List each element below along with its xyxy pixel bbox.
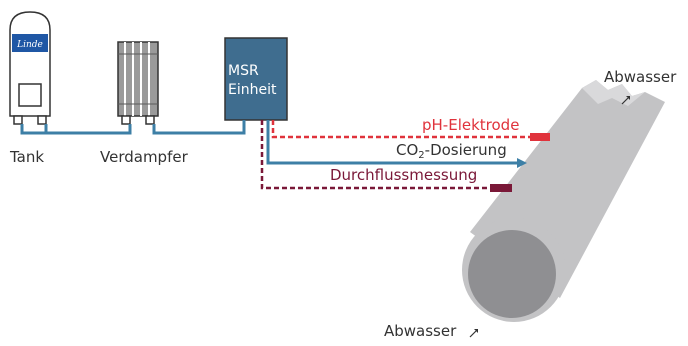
msr-unit-label: MSR Einheit (228, 62, 292, 100)
co2-dosing-line (266, 120, 517, 165)
tank: Linde (9, 11, 51, 125)
wastewater-pipe (462, 80, 665, 322)
linde-logo (12, 34, 48, 52)
ph-electrode-label: pH-Elektrode (422, 116, 520, 134)
flow-arrow-icon (621, 96, 630, 105)
tank-label: Tank (10, 148, 45, 166)
co2-dosing-label-suffix: -Dosierung (424, 141, 507, 159)
ph-electrode-line (271, 120, 544, 139)
tank-panel (18, 83, 42, 107)
pipe-opening-inner (468, 230, 556, 318)
msr-unit-label-line2: Einheit (228, 82, 277, 98)
co2-dosing-label: CO2-Dosierung (396, 143, 507, 161)
wastewater-bottom-label: Abwasser (384, 322, 457, 340)
flow-meter-connector (490, 184, 512, 192)
wastewater-top-label: Abwasser (604, 68, 677, 86)
flow-measurement-line (260, 120, 504, 190)
msr-unit-box (224, 37, 288, 121)
flow-measurement-label: Durchflussmessung (330, 166, 478, 184)
flow-arrow-icon (469, 329, 478, 338)
vaporizer (117, 41, 159, 125)
linde-logo-text: Linde (16, 40, 43, 50)
co2-dosing-label-subscript: 2 (418, 150, 425, 161)
co2-dosing-arrow-icon (517, 158, 527, 168)
vaporizer-label: Verdampfer (100, 148, 188, 166)
co2-supply-pipe (20, 120, 246, 135)
msr-unit-label-line1: MSR (228, 63, 259, 79)
ph-electrode-connector (530, 133, 550, 141)
co2-dosing-label-prefix: CO (396, 141, 419, 159)
